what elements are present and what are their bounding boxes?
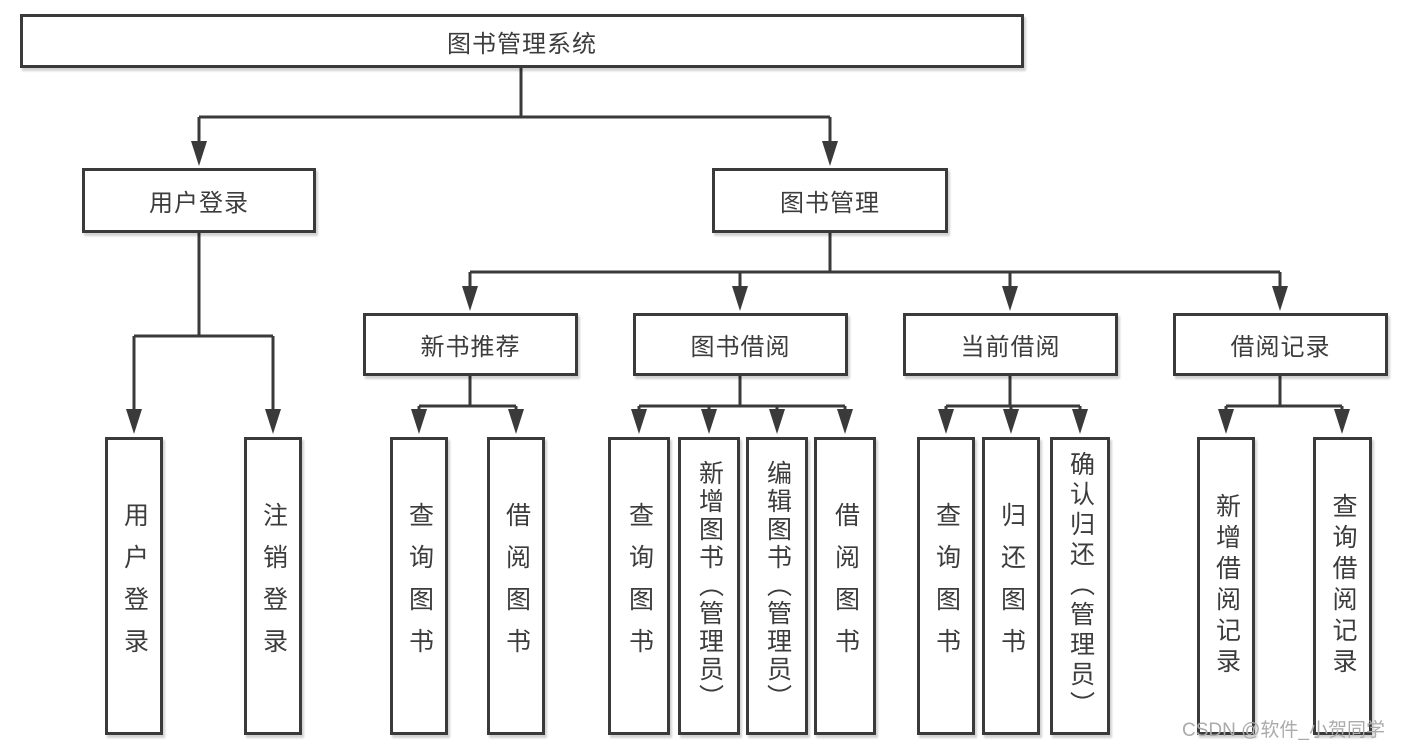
node-current-borrow: 当前借阅 xyxy=(903,313,1118,376)
leaf-add-borrow-record: 新增借阅记录 xyxy=(1197,437,1255,735)
leaf-return-books: 归还图书 xyxy=(982,437,1040,735)
node-book-borrow: 图书借阅 xyxy=(633,313,848,376)
leaf-borrow-books-label: 借阅图书 xyxy=(831,502,860,670)
node-root-label: 图书管理系统 xyxy=(447,30,597,58)
leaf-recommend-borrow-books-label: 借阅图书 xyxy=(502,502,531,670)
leaf-recommend-borrow-books: 借阅图书 xyxy=(487,437,545,735)
leaf-query-borrow-record-label: 查询借阅记录 xyxy=(1329,493,1357,679)
leaf-add-books-admin-label: 新增图书（管理员） xyxy=(695,460,724,712)
leaf-add-borrow-record-label: 新增借阅记录 xyxy=(1212,493,1241,679)
leaf-borrow-query-books: 查询图书 xyxy=(608,437,670,735)
leaf-confirm-return-admin-label: 确认归还（管理员） xyxy=(1066,451,1095,721)
leaf-user-login-label: 用户登录 xyxy=(120,502,149,670)
node-borrow-records: 借阅记录 xyxy=(1173,313,1388,376)
node-book-borrow-label: 图书借阅 xyxy=(690,334,791,361)
node-root: 图书管理系统 xyxy=(20,14,1024,68)
leaf-edit-books-admin: 编辑图书（管理员） xyxy=(746,437,808,735)
leaf-query-borrow-record: 查询借阅记录 xyxy=(1313,437,1372,735)
leaf-current-query-books: 查询图书 xyxy=(917,437,975,735)
leaf-current-query-books-label: 查询图书 xyxy=(932,502,961,670)
leaf-confirm-return-admin: 确认归还（管理员） xyxy=(1050,437,1110,735)
node-new-book-recommend-label: 新书推荐 xyxy=(420,334,521,361)
node-new-book-recommend: 新书推荐 xyxy=(363,313,578,376)
node-user-login-branch: 用户登录 xyxy=(82,168,316,233)
node-book-management-label: 图书管理 xyxy=(780,190,880,217)
node-user-login-branch-label: 用户登录 xyxy=(149,190,249,217)
leaf-add-books-admin: 新增图书（管理员） xyxy=(678,437,740,735)
node-borrow-records-label: 借阅记录 xyxy=(1230,334,1331,361)
leaf-logout-login: 注销登录 xyxy=(244,437,302,735)
leaf-borrow-query-books-label: 查询图书 xyxy=(625,502,654,670)
leaf-recommend-query-books-label: 查询图书 xyxy=(405,502,434,670)
leaf-user-login: 用户登录 xyxy=(105,437,163,735)
leaf-recommend-query-books: 查询图书 xyxy=(390,437,448,735)
leaf-edit-books-admin-label: 编辑图书（管理员） xyxy=(763,460,792,712)
node-book-management: 图书管理 xyxy=(712,168,948,233)
leaf-return-books-label: 归还图书 xyxy=(997,502,1026,670)
leaf-borrow-books: 借阅图书 xyxy=(814,437,876,735)
node-current-borrow-label: 当前借阅 xyxy=(960,334,1061,361)
watermark: CSDN @软件_小贺同学 xyxy=(1182,720,1385,741)
leaf-logout-login-label: 注销登录 xyxy=(259,502,288,670)
